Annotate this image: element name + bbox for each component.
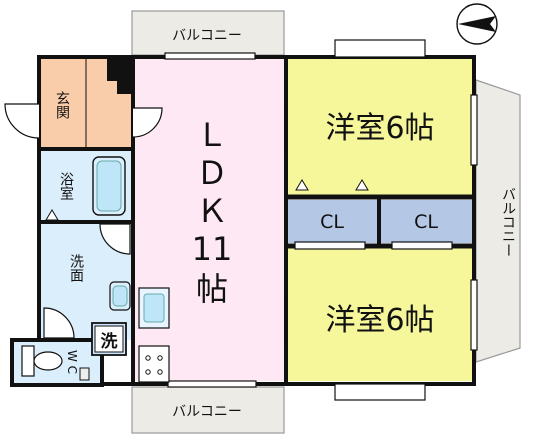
ldk-label: Ｌ Ｄ Ｋ 11 帖 — [192, 116, 233, 308]
balcony-top-label: バルコニー — [172, 28, 242, 44]
entrance-label: 玄関 — [54, 90, 70, 120]
balcony-top: バルコニー — [131, 10, 285, 56]
sink-icon — [109, 281, 131, 311]
windows — [164, 39, 478, 401]
washing-machine-icon: 洗 — [91, 322, 127, 356]
balcony-bottom-label: バルコニー — [172, 404, 242, 420]
balcony-right: バルコニー — [475, 79, 521, 363]
stove-icon — [138, 345, 170, 383]
toilet-icon — [21, 345, 90, 381]
western-room-2-label: 洋室6帖 — [325, 303, 434, 338]
washroom-label: 洗面 — [68, 254, 84, 282]
closet-1-label: CL — [320, 211, 344, 233]
balcony-bottom: バルコニー — [131, 386, 285, 434]
balcony-right-label: バルコニー — [500, 187, 516, 257]
closet-door-markers — [45, 179, 369, 221]
ldk-label-k: Ｋ — [196, 192, 228, 230]
closet-2-floor — [381, 200, 472, 243]
western-room-1-floor — [285, 55, 473, 196]
ldk-label-l: Ｌ — [196, 116, 228, 154]
ldk-label-size: 11 — [192, 230, 233, 268]
western-room-1-label: 洋室6帖 — [325, 111, 434, 146]
north-arrow-icon — [456, 3, 498, 45]
toilet-label: W C — [65, 350, 79, 374]
closet-2-label: CL — [414, 211, 438, 233]
kitchen-sink-icon — [138, 287, 170, 329]
closet-1-floor — [287, 200, 378, 243]
bathroom-label: 浴室 — [58, 172, 74, 200]
washer-label: 洗 — [101, 331, 118, 352]
ldk-label-d: Ｄ — [196, 154, 228, 192]
ldk-label-unit: 帖 — [196, 270, 228, 308]
bathtub-icon — [92, 156, 126, 216]
western-room-2-floor — [285, 248, 473, 381]
doors — [4, 103, 287, 340]
